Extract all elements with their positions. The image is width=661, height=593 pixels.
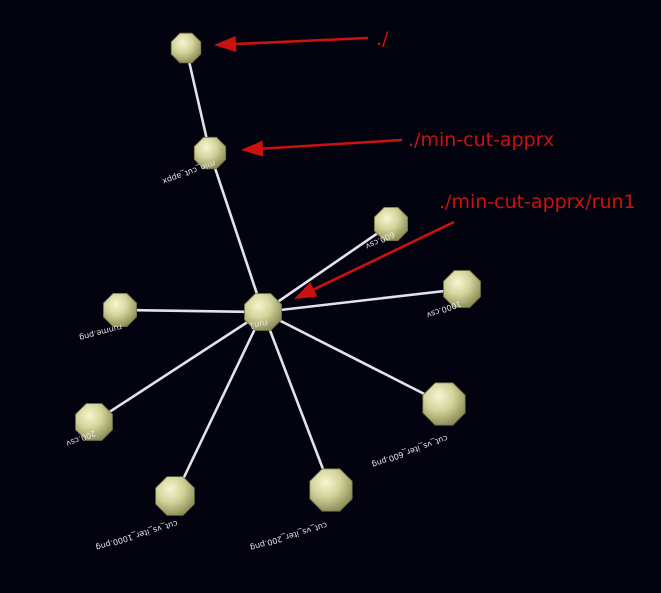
- edge-root-min-cut-apprx: [184, 46, 212, 155]
- node-runme[interactable]: runme.png: [78, 292, 138, 342]
- annotation-arrowhead: [214, 36, 237, 52]
- node-sphere: [170, 32, 202, 64]
- annotation-arrow-shaft: [313, 220, 455, 291]
- node-iter600[interactable]: cut_vs_iter_600.png: [371, 382, 466, 469]
- node-label: min_cut_appx: [161, 159, 216, 187]
- node-200csv[interactable]: 200.csv: [65, 403, 113, 449]
- annotation-arrowhead: [241, 140, 264, 157]
- node-label: cut_vs_iter_200.png: [249, 520, 328, 552]
- edge-run1-600csv: [261, 222, 393, 314]
- node-label: cut_vs_iter_1000.png: [95, 519, 179, 553]
- annotations-layer: ./ ./min-cut-apprx ./min-cut-apprx/run1: [214, 28, 636, 299]
- edge-run1-iter200: [261, 310, 333, 492]
- edge-run1-1000csv: [261, 287, 464, 314]
- annotation-1: ./: [214, 28, 389, 52]
- node-min-cut-apprx[interactable]: min_cut_appx: [161, 136, 227, 187]
- node-label: cut_vs_iter_600.png: [371, 433, 449, 469]
- node-label: 1000.csv: [425, 299, 462, 320]
- node-sphere: [103, 292, 138, 328]
- annotation-arrow-shaft: [262, 138, 403, 150]
- node-iter1000[interactable]: cut_vs_iter_1000.png: [95, 476, 195, 553]
- annotation-2: ./min-cut-apprx: [241, 129, 554, 157]
- node-label: run1: [249, 318, 269, 330]
- annotation-text: ./: [376, 28, 389, 50]
- node-sphere: [244, 293, 282, 331]
- node-sphere: [443, 270, 481, 308]
- node-sphere: [193, 136, 227, 170]
- edge-run1-iter1000: [173, 310, 265, 498]
- node-sphere: [373, 206, 409, 242]
- annotation-3: ./min-cut-apprx/run1: [294, 191, 636, 299]
- node-run1[interactable]: run1: [244, 293, 282, 331]
- edges-layer: [92, 46, 464, 498]
- edge-run1-200csv: [92, 310, 265, 424]
- node-1000csv[interactable]: 1000.csv: [425, 270, 481, 320]
- node-sphere: [422, 382, 466, 426]
- node-600csv[interactable]: 600.csv: [364, 206, 409, 251]
- annotation-text: ./min-cut-apprx/run1: [439, 191, 636, 213]
- edge-run1-iter600: [261, 310, 446, 406]
- edge-min-cut-apprx-run1: [208, 151, 265, 314]
- node-root[interactable]: [170, 32, 202, 64]
- node-sphere: [155, 476, 195, 516]
- node-label: runme.png: [78, 322, 123, 342]
- annotation-text: ./min-cut-apprx: [408, 129, 554, 151]
- annotation-arrowhead: [294, 282, 318, 299]
- annotation-arrow-shaft: [235, 36, 369, 46]
- node-iter200[interactable]: cut_vs_iter_200.png: [249, 468, 353, 553]
- node-sphere: [309, 468, 353, 512]
- edge-run1-runme: [118, 308, 265, 314]
- node-sphere: [75, 403, 113, 441]
